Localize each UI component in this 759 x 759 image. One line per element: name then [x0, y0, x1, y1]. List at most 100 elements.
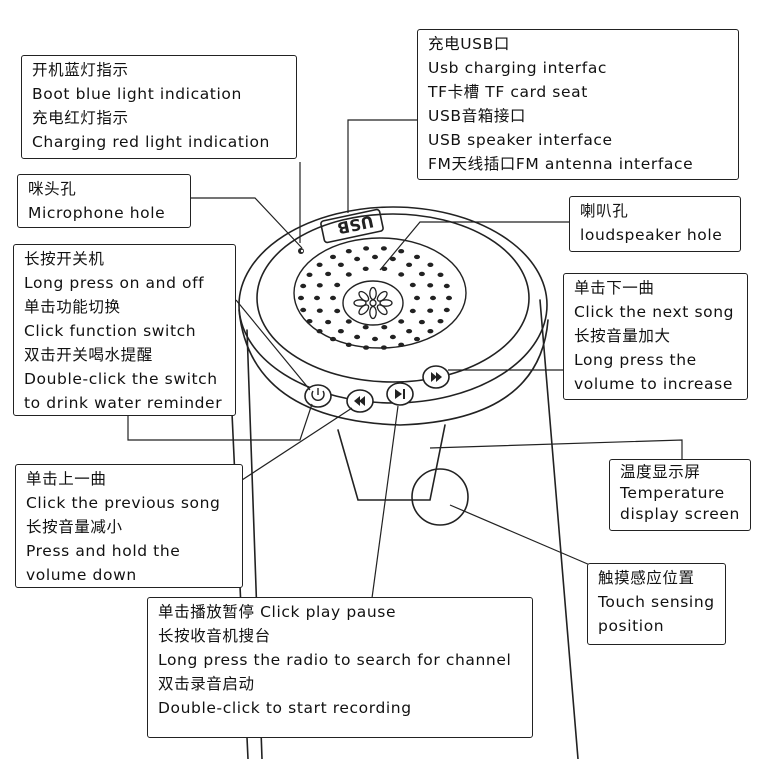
power-line-6: Double-click the switch — [24, 370, 218, 388]
indicator-line-4: Charging red light indication — [32, 133, 270, 151]
flower-petal — [358, 290, 370, 302]
grille-hole — [363, 246, 370, 251]
next-line-3: 长按音量加大 — [574, 327, 671, 345]
power-line-1: 长按开关机 — [24, 250, 105, 268]
leader-usb — [347, 119, 418, 213]
previous-line-2: Click the previous song — [26, 494, 221, 512]
cup-body-right-edge — [539, 299, 579, 759]
grille-hole — [414, 336, 420, 342]
play-pause-icon — [395, 389, 405, 399]
grille-hole — [418, 319, 425, 325]
previous-track-icon — [354, 396, 365, 406]
play-pause-line-1: 单击播放暂停 Click play pause — [158, 603, 397, 621]
previous-line-5: volume down — [26, 566, 137, 584]
grille-hole — [446, 295, 452, 301]
usb-line-6: FM天线插口FM antenna interface — [428, 155, 694, 173]
lid-front-band — [238, 309, 549, 426]
next-line-4: Long press the — [574, 351, 697, 369]
grille-hole — [316, 283, 323, 288]
grille-hole — [398, 249, 405, 254]
callout-microphone: 咪头孔 Microphone hole — [17, 174, 191, 228]
leader-loudspeaker — [379, 221, 578, 271]
touch-sensor-circle — [411, 468, 469, 526]
grille-hole — [381, 266, 388, 271]
grille-hole — [437, 319, 444, 324]
loudspeaker-line-2: loudspeaker hole — [580, 226, 723, 244]
power-line-4: Click function switch — [24, 322, 197, 340]
power-line-5: 双击开关喝水提醒 — [24, 346, 153, 364]
grille-hole — [389, 256, 396, 262]
leader-power — [235, 299, 311, 391]
grille-hole — [337, 329, 344, 334]
play-pause-line-3: Long press the radio to search for chann… — [158, 651, 512, 669]
leader-play-pause — [371, 405, 399, 599]
grille-hole — [298, 295, 304, 301]
lid-outer-rim — [238, 206, 548, 404]
grille-hole — [443, 283, 450, 289]
leader-touch — [449, 504, 591, 566]
power-line-7: to drink water reminder — [24, 394, 223, 412]
play-pause-button[interactable] — [386, 382, 414, 406]
grille-hole — [427, 283, 434, 288]
grille-hole — [437, 272, 444, 277]
temperature-line-3: display screen — [620, 505, 740, 523]
grille-hole — [337, 262, 344, 267]
flower-center — [369, 299, 377, 307]
callout-loudspeaker: 喇叭孔 loudspeaker hole — [569, 196, 741, 252]
flower-petal — [376, 304, 388, 316]
grille-hole — [427, 329, 434, 334]
grille-hole — [345, 249, 352, 254]
lid-inner-rim — [256, 213, 530, 383]
callout-touch-sensor: 触摸感应位置 Touch sensing position — [587, 563, 726, 645]
leader-power-under — [127, 403, 313, 441]
power-button[interactable] — [304, 384, 332, 408]
previous-track-button[interactable] — [346, 389, 374, 413]
speaker-center-flower — [353, 286, 393, 320]
grille-hole — [398, 272, 405, 277]
grille-hole — [418, 271, 425, 277]
previous-line-3: 长按音量减小 — [26, 518, 123, 536]
flower-petal — [369, 286, 377, 301]
next-line-2: Click the next song — [574, 303, 735, 321]
flower-petal — [369, 305, 377, 320]
flower-petal — [376, 290, 388, 302]
speaker-grille-outline — [293, 237, 467, 349]
callout-next-button: 单击下一曲 Click the next song 长按音量加大 Long pr… — [563, 273, 748, 400]
grille-hole — [325, 319, 332, 325]
grille-hole — [380, 246, 387, 251]
grille-hole — [314, 295, 320, 301]
grille-hole — [443, 307, 450, 313]
speaker-center-ring — [342, 280, 404, 326]
grille-hole — [389, 334, 396, 340]
grille-hole — [406, 329, 413, 334]
next-line-5: volume to increase — [574, 375, 733, 393]
previous-line-4: Press and hold the — [26, 542, 181, 560]
touch-line-1: 触摸感应位置 — [598, 569, 695, 587]
temperature-line-1: 温度显示屏 — [620, 463, 701, 481]
play-pause-line-2: 长按收音机搜台 — [158, 627, 271, 645]
usb-line-1: 充电USB口 — [428, 35, 510, 53]
grille-hole — [409, 308, 416, 314]
grille-hole — [330, 295, 336, 301]
grille-hole — [345, 272, 352, 277]
leader-microphone — [191, 197, 303, 249]
grille-hole — [381, 325, 388, 330]
play-pause-line-5: Double-click to start recording — [158, 699, 412, 717]
callout-power-button: 长按开关机 Long press on and off 单击功能切换 Click… — [13, 244, 236, 416]
grille-hole — [398, 319, 405, 324]
next-track-button[interactable] — [422, 365, 450, 389]
power-line-2: Long press on and off — [24, 274, 205, 292]
indicator-line-3: 充电红灯指示 — [32, 109, 129, 127]
grille-hole — [334, 282, 341, 288]
usb-line-5: USB speaker interface — [428, 131, 613, 149]
next-track-icon — [431, 372, 442, 382]
loudspeaker-line-1: 喇叭孔 — [580, 202, 629, 220]
usb-port[interactable]: USB — [320, 208, 384, 244]
grille-hole — [406, 262, 413, 267]
usb-line-4: USB音箱接口 — [428, 107, 527, 125]
leader-previous — [241, 407, 353, 481]
grille-hole — [362, 266, 369, 271]
indicator-line-1: 开机蓝灯指示 — [32, 61, 129, 79]
callout-indicator-lights: 开机蓝灯指示 Boot blue light indication 充电红灯指示… — [21, 55, 297, 159]
